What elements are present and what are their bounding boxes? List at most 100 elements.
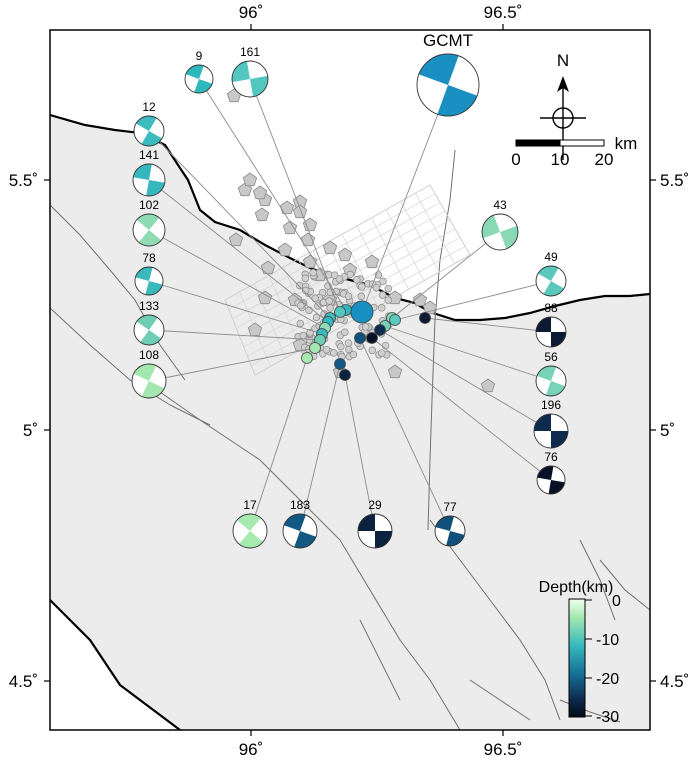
scale-tick-20: 20	[595, 150, 614, 169]
leader-line	[379, 329, 552, 432]
mechanism-label-43: 43	[493, 198, 507, 212]
lon-labels-top: 96˚ 96.5˚	[239, 3, 523, 22]
lat-label-5-5-left: 5.5˚	[9, 171, 38, 190]
aftershock-circle	[378, 349, 386, 357]
mechanism-label-76: 76	[544, 450, 558, 464]
aftershock-circle	[301, 274, 310, 283]
gcmt-mechanism: GCMT	[416, 31, 480, 117]
mechanism-label-161: 161	[240, 45, 260, 59]
focal-mechanism-196	[533, 413, 569, 449]
colorbar-tick-0: 0	[612, 593, 621, 610]
focal-mechanism-76	[536, 465, 566, 495]
aftershock-circle	[379, 277, 387, 286]
aftershock-circle	[330, 271, 339, 279]
aftershock-circle	[337, 342, 345, 351]
focal-mechanism-88	[535, 316, 567, 348]
focal-mechanism-141	[132, 163, 166, 197]
mechanism-label-77: 77	[443, 500, 457, 514]
leader-line	[148, 130, 331, 319]
aftershock-pentagon	[254, 207, 270, 222]
aftershock-pentagon	[387, 364, 403, 379]
focal-mechanism-161	[231, 60, 269, 98]
focal-mechanism-102	[132, 213, 166, 247]
lat-labels-right: 5.5˚ 5˚ 4.5˚	[660, 171, 689, 691]
leader-line	[148, 179, 329, 323]
leader-line	[148, 329, 321, 341]
aftershock-pentagon	[364, 254, 380, 269]
sumatra-land	[50, 115, 650, 730]
aftershock-circle	[299, 331, 308, 340]
leader-line	[424, 317, 552, 333]
aftershock-circle	[357, 292, 366, 301]
aftershock-circle	[305, 306, 313, 315]
aftershock-pentagon	[260, 260, 276, 275]
compass-rose-icon	[552, 107, 574, 129]
mechanism-label-133: 133	[139, 299, 159, 313]
aftershock-pentagon	[257, 290, 273, 305]
lat-label-5-5-right: 5.5˚	[660, 171, 689, 190]
depth-colorbar: Depth(km) 0 -10 -20 -30	[539, 579, 621, 726]
aftershock-circle	[297, 301, 305, 310]
colorbar-tick-minus10: -10	[596, 632, 619, 649]
aftershock-circle	[296, 319, 305, 328]
leader-line	[249, 78, 341, 313]
scale-tick-10: 10	[551, 150, 570, 169]
north-label: N	[557, 51, 569, 70]
map-frame	[49, 29, 651, 731]
leader-line	[394, 280, 552, 321]
mechanism-label-141: 141	[139, 148, 159, 162]
epicenters	[301, 300, 431, 381]
leader-line	[391, 231, 501, 319]
colorbar-tick-minus20: -20	[596, 671, 619, 688]
epicenter-marker	[309, 342, 321, 354]
focal-mechanism-183	[282, 513, 318, 549]
colorbar-title: Depth(km)	[539, 579, 614, 596]
gcmt-label: GCMT	[423, 31, 473, 50]
leader-line	[299, 363, 341, 532]
lon-labels-bottom: 96˚ 96.5˚	[239, 740, 523, 759]
aftershock-pentagon	[300, 232, 316, 247]
epicenter-marker	[334, 358, 346, 370]
aftershock-circle	[309, 268, 317, 277]
scale-tick-0: 0	[511, 150, 520, 169]
aftershock-circle	[368, 346, 377, 355]
aftershock-circle	[322, 345, 331, 354]
colorbar-ramp	[568, 598, 586, 718]
lon-label-96-5-top: 96.5˚	[484, 3, 523, 22]
leader-line	[249, 357, 308, 532]
focal-mechanism-49	[535, 265, 567, 297]
leader-line	[384, 325, 552, 382]
focal-mechanism-56	[535, 365, 567, 397]
aftershock-pentagon	[322, 240, 338, 255]
aftershock-circle	[361, 323, 370, 331]
lat-labels-left: 5.5˚ 5˚ 4.5˚	[9, 171, 38, 691]
aftershock-pentagon	[412, 292, 428, 307]
mechanism-label-9: 9	[196, 49, 203, 63]
aftershock-circle	[326, 304, 334, 312]
focal-mechanism-77	[434, 515, 466, 547]
lon-label-96-top: 96˚	[239, 3, 264, 22]
epicenter-marker	[334, 306, 346, 318]
aftershock-circle	[330, 349, 338, 357]
north-arrow-icon	[557, 76, 569, 92]
leader-line	[148, 229, 326, 329]
scale-unit: km	[615, 134, 638, 153]
aftershock-circle	[358, 283, 366, 291]
focal-mechanism-29	[357, 513, 393, 549]
aftershock-circle	[349, 350, 358, 359]
mechanism-label-49: 49	[544, 250, 558, 264]
mechanism-label-88: 88	[544, 301, 558, 315]
aftershock-pentagon	[228, 232, 244, 247]
lat-label-5-right: 5˚	[660, 421, 675, 440]
leader-line	[359, 337, 451, 532]
mechanism-label-183: 183	[290, 498, 310, 512]
epicenter-marker	[366, 332, 378, 344]
mechanism-label-102: 102	[139, 198, 159, 212]
focal-mechanism-133	[133, 314, 165, 346]
aftershock-circle	[301, 286, 310, 295]
aftershock-circle	[341, 328, 349, 336]
leader-line	[148, 280, 323, 335]
